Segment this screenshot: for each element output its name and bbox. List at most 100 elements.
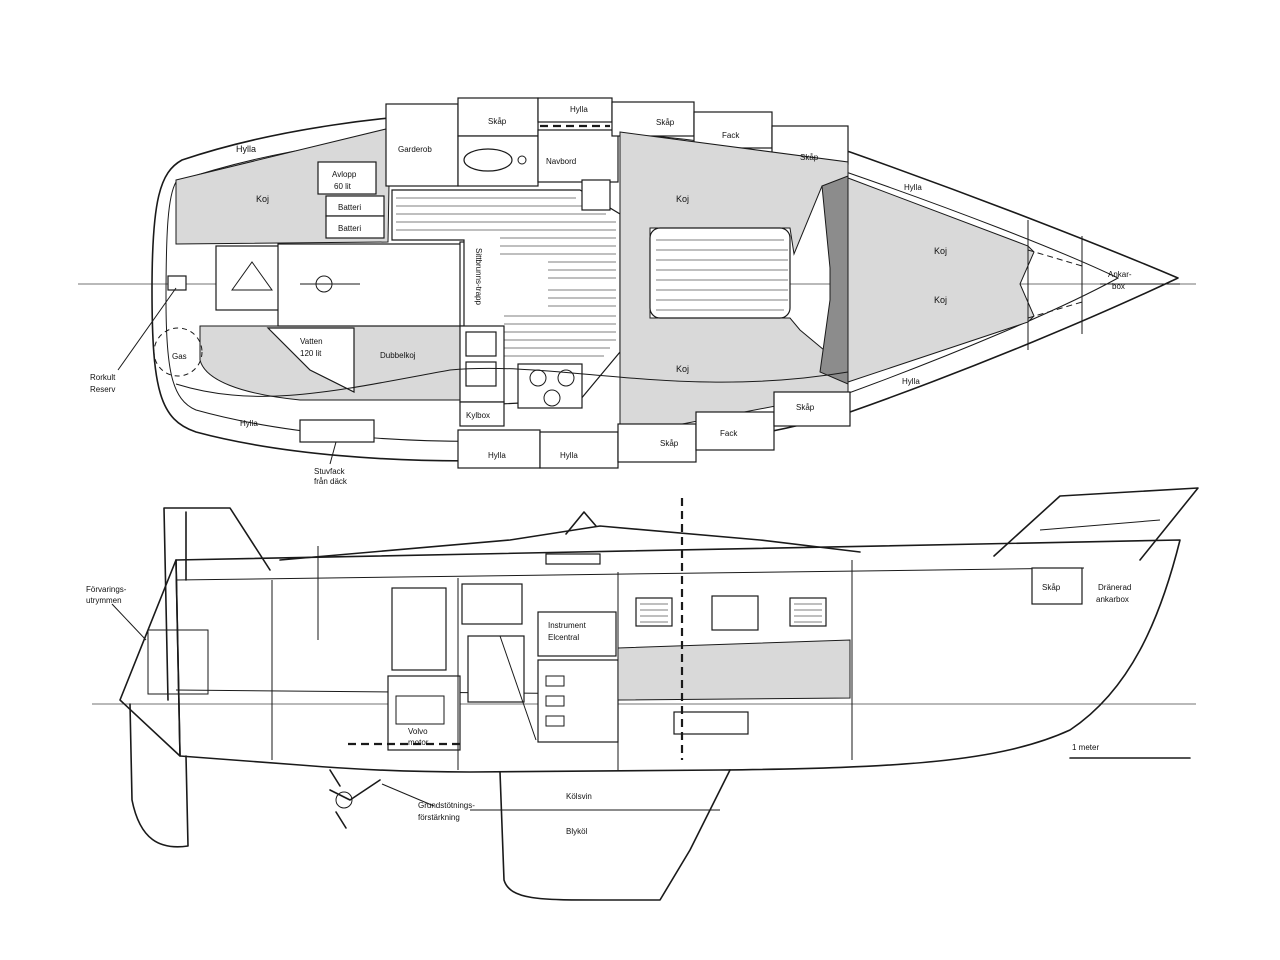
label-stuvfack-2: från däck <box>314 477 348 486</box>
vent-1 <box>635 597 673 627</box>
label-forvaring-1: Förvarings- <box>86 585 127 594</box>
deck-line <box>175 567 1085 581</box>
forvaring-leader <box>111 603 147 641</box>
label-hylla-port-aft: Hylla <box>236 144 256 154</box>
label-koj-salon-stbd: Koj <box>676 364 689 374</box>
label-garderob: Garderob <box>398 145 432 154</box>
label-fack-bottom: Fack <box>720 429 738 438</box>
garderob-cabinet <box>385 103 459 187</box>
engine-block <box>395 695 445 725</box>
storage-box-aft <box>147 629 209 695</box>
label-rorkult-2: Reserv <box>90 385 115 394</box>
label-koj-v-2: Koj <box>934 295 947 305</box>
v-berth <box>847 177 1035 383</box>
cockpit-sole <box>277 243 465 327</box>
label-skap-bottom: Skåp <box>660 439 679 448</box>
label-instrument-1: Instrument <box>548 621 587 630</box>
stern-transom <box>119 559 181 757</box>
drawer-handle-3 <box>545 715 565 727</box>
sink-bowl-2 <box>465 361 497 387</box>
stuvfack-leader <box>329 441 337 465</box>
label-blykol: Blyköl <box>566 827 588 836</box>
stern-pulpit <box>163 507 271 701</box>
salon-table-planking <box>656 239 788 311</box>
profile-hull-outline <box>175 539 1181 773</box>
label-skap-bottom-fwd: Skåp <box>796 403 815 412</box>
label-volvo-2: motor <box>408 738 429 747</box>
label-hylla-stbd-aft: Hylla <box>240 419 258 428</box>
batteri-box-2 <box>325 215 385 239</box>
tiller-head <box>315 275 333 293</box>
label-koj-salon-port: Koj <box>676 194 689 204</box>
label-forvaring-2: utrymmen <box>86 596 122 605</box>
porthole-1 <box>545 553 601 565</box>
label-dubbelkoj: Dubbelkoj <box>380 351 416 360</box>
label-gas: Gas <box>172 352 187 361</box>
vent-grilles <box>640 603 822 623</box>
bulkhead-shaded <box>819 175 849 385</box>
ladder-frame <box>467 635 525 703</box>
drawer-handle-2 <box>545 695 565 707</box>
nav-seat <box>581 179 611 211</box>
hylla-bottom-shelf-2 <box>539 431 619 469</box>
hatch-profile <box>565 511 597 535</box>
side-profile: Förvarings- utrymmen Instrument Elcentra… <box>86 487 1199 901</box>
tap-icon <box>517 155 527 165</box>
propeller-hub <box>335 791 353 809</box>
hull-inner-curve <box>175 367 849 397</box>
label-stuvfack-1: Stuvfack <box>314 467 346 476</box>
rorkult-leader <box>117 287 177 371</box>
label-vatten-2: 120 lit <box>300 349 322 358</box>
skap-forepeak <box>1031 567 1083 605</box>
cockpit-aft <box>215 245 281 311</box>
label-grund-2: förstärkning <box>418 813 460 822</box>
label-skap-top: Skåp <box>488 117 507 126</box>
vatten-tank <box>266 327 355 393</box>
label-hylla-bottom-1: Hylla <box>488 451 506 460</box>
drawer-handle-1 <box>545 675 565 687</box>
navbord-desk <box>537 129 619 183</box>
label-vatten-1: Vatten <box>300 337 323 346</box>
hanging-locker <box>391 587 447 671</box>
winch-mount <box>231 261 273 291</box>
label-hylla-bottom-2: Hylla <box>560 451 578 460</box>
fack-top-cabinet <box>693 111 773 149</box>
profile-salon-berth <box>617 639 851 701</box>
rudder <box>129 703 189 848</box>
label-grund-1: Grundstötnings- <box>418 801 475 810</box>
keel <box>499 769 731 901</box>
label-sittbrunnstrapp: Sittbrunns-trapp <box>474 248 483 305</box>
label-koj-aft: Koj <box>256 194 269 204</box>
kylbox-unit <box>459 401 505 427</box>
cabin-top <box>279 525 861 561</box>
label-batteri-2: Batteri <box>338 224 361 233</box>
label-skap-profile: Skåp <box>1042 583 1061 592</box>
engine-box <box>387 675 461 751</box>
stuvfack-locker <box>299 419 375 443</box>
head-cabinet <box>461 583 523 625</box>
propeller-icon <box>329 769 381 829</box>
plan-sheer-line <box>165 129 1120 442</box>
bow-pulpit <box>993 487 1199 561</box>
label-skap-top-fwd2: Skåp <box>800 153 819 162</box>
label-navbord: Navbord <box>546 157 576 166</box>
rudder-post <box>167 275 187 291</box>
label-scale: 1 meter <box>1072 743 1099 752</box>
avlopp-tank <box>317 161 377 195</box>
skap-bottom-cabinet <box>617 423 697 463</box>
bilge-vent <box>673 711 749 735</box>
bow-pulpit-rail <box>1039 519 1161 531</box>
grund-leader <box>381 783 435 807</box>
label-instrument-2: Elcentral <box>548 633 579 642</box>
skap-bottom-fwd-cabinet <box>773 391 851 427</box>
label-rorkult-1: Rorkult <box>90 373 116 382</box>
label-hylla-fwd-stbd: Hylla <box>902 377 920 386</box>
instrument-panel <box>537 611 617 657</box>
label-batteri-1: Batteri <box>338 203 361 212</box>
label-hylla-fwd-port: Hylla <box>904 183 922 192</box>
label-hylla-top-mid: Hylla <box>570 105 588 114</box>
label-kylbox: Kylbox <box>466 411 490 420</box>
burner-icon-3 <box>543 389 561 407</box>
window-1 <box>711 595 759 631</box>
